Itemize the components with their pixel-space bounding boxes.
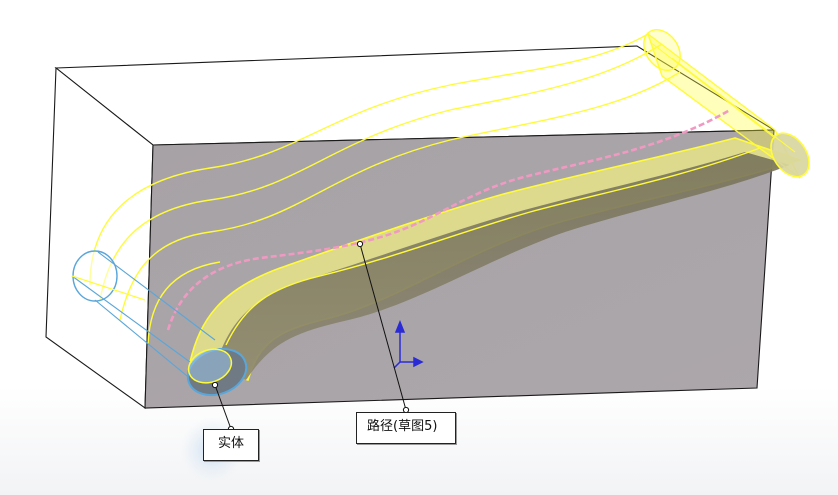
sweep-path-sketch [166,108,731,331]
swept-groove-channel [214,152,790,380]
end-tube [643,29,810,179]
groove-wireframe [89,33,681,345]
callout-solid-body[interactable]: 实体 [203,429,259,461]
triad-icon [393,319,424,369]
callout-leaders [211,240,410,433]
profile-circle [71,250,216,386]
groove-inner-edge [225,147,761,346]
solid-body-cap [186,347,248,397]
callout-sweep-path[interactable]: 路径(草图5) [356,412,456,444]
